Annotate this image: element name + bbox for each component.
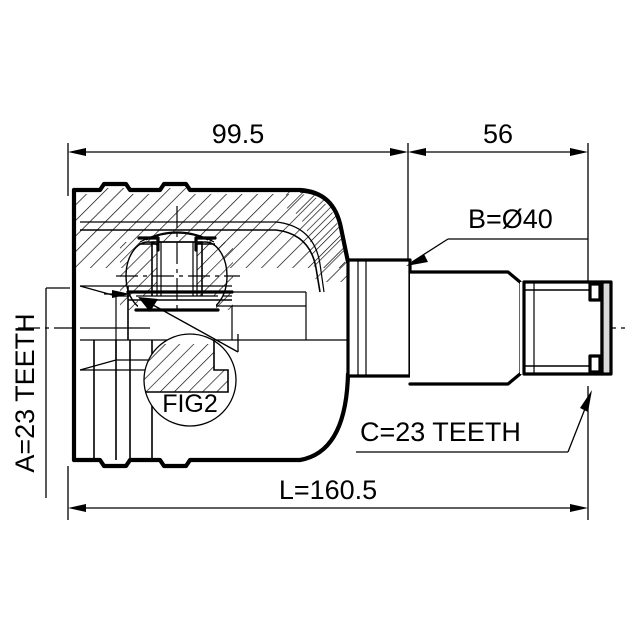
detail-circle-fig2: FIG2: [143, 333, 237, 427]
dimension-99-5-text: 99.5: [212, 119, 265, 149]
label-a-group: A=23 TEETH: [10, 287, 70, 498]
shaft-collar-section: [346, 258, 412, 378]
shaft-main-body: [408, 270, 529, 386]
label-b-group: B=Ø40: [406, 204, 588, 266]
label-c-group: C=23 TEETH: [356, 390, 592, 453]
arrowhead-right: [570, 148, 588, 156]
label-c-text: C=23 TEETH: [360, 417, 521, 447]
label-b-arrowhead: [406, 254, 428, 266]
dimension-L-text: L=160.5: [279, 475, 377, 505]
leader-stem-arrowhead: [112, 290, 130, 298]
dimension-56: 56: [408, 119, 588, 156]
dimension-99-5: 99.5: [68, 119, 408, 156]
tripod-retainer-clips: [137, 236, 217, 252]
arrowhead-left: [68, 504, 86, 512]
leader-fig2: [138, 297, 239, 353]
housing-inner-bore: [80, 221, 325, 293]
dimension-56-text: 56: [483, 119, 513, 149]
arrowhead-right: [390, 148, 408, 156]
arrowhead-right: [570, 504, 588, 512]
arrowhead-left: [408, 148, 426, 156]
label-a-text: A=23 TEETH: [10, 313, 40, 472]
shaft-circlip-groove: [588, 280, 613, 376]
dimension-L-160-5: L=160.5: [68, 475, 588, 512]
label-b-text: B=Ø40: [468, 204, 553, 234]
arrowhead-left: [68, 148, 86, 156]
housing-outer-profile-bottom: [71, 371, 351, 469]
housing-outer-profile-top: [71, 181, 351, 265]
leader-fig2-arrowhead: [138, 297, 158, 312]
leader-stem-pointer: [104, 290, 130, 298]
label-c-arrowhead: [580, 390, 592, 412]
detail-label-fig2: FIG2: [162, 390, 218, 418]
